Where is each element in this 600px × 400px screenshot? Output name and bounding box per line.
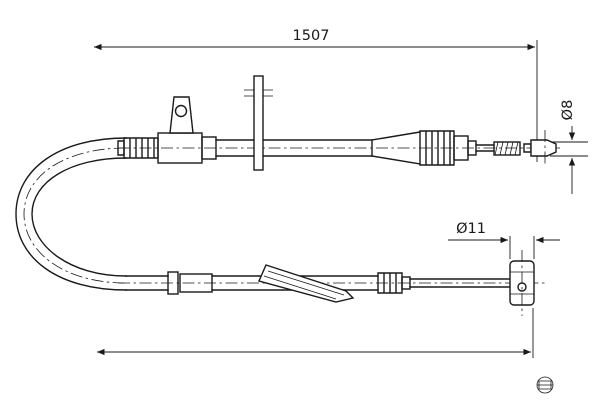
taper-cone	[371, 131, 421, 165]
cable-lower-run	[118, 250, 545, 316]
diameter-11-label: Ø11	[456, 221, 486, 237]
curve-outer-edge	[15, 137, 127, 291]
overall-length-label: 1507	[293, 28, 330, 44]
inner-rod-lower	[409, 278, 511, 288]
cable-upper-run	[117, 75, 560, 171]
dimension-diameter-8: Ø8	[550, 100, 588, 194]
spring-flag-outline	[258, 264, 355, 303]
clevis-end	[523, 130, 557, 166]
outer-sheath-upper	[215, 139, 373, 157]
dimension-bottom-length	[97, 308, 534, 358]
thread-hatching	[494, 141, 519, 156]
bracket-tab	[169, 96, 194, 134]
lower-adjuster-collar	[401, 276, 411, 290]
cylinder-end-fitting	[509, 250, 535, 316]
plate-tick-marks	[244, 89, 273, 97]
sheath-lower-left	[125, 275, 169, 291]
adjuster-collar	[467, 140, 477, 156]
thread-body	[493, 141, 521, 156]
spring-flag-hatching	[263, 270, 345, 300]
curve-inner-edge	[31, 157, 127, 277]
manufacturer-emblem-icon	[536, 376, 554, 394]
adjuster-ribbed	[419, 130, 455, 166]
dimension-diameter-11: Ø11	[448, 221, 560, 259]
sheath-ferrule	[201, 136, 217, 160]
lower-adjuster	[377, 272, 411, 294]
bracket-hole	[174, 104, 188, 118]
protective-spring	[258, 264, 355, 303]
mounting-bracket	[157, 96, 203, 164]
firewall-plate	[244, 75, 273, 171]
sleeve-fitting	[179, 273, 213, 293]
clevis-fork	[530, 139, 557, 157]
curve-centerline	[23, 147, 127, 284]
emblem-armature	[537, 380, 553, 390]
clamp-fitting	[167, 271, 179, 295]
threaded-end	[493, 141, 521, 156]
lower-adjuster-ribbed	[377, 272, 403, 294]
dimension-overall-length: 1507	[94, 28, 538, 162]
diameter-8-label: Ø8	[560, 100, 576, 121]
cable-curve-left	[15, 137, 127, 291]
inner-rod-upper	[475, 144, 495, 152]
plate-body	[253, 75, 264, 171]
